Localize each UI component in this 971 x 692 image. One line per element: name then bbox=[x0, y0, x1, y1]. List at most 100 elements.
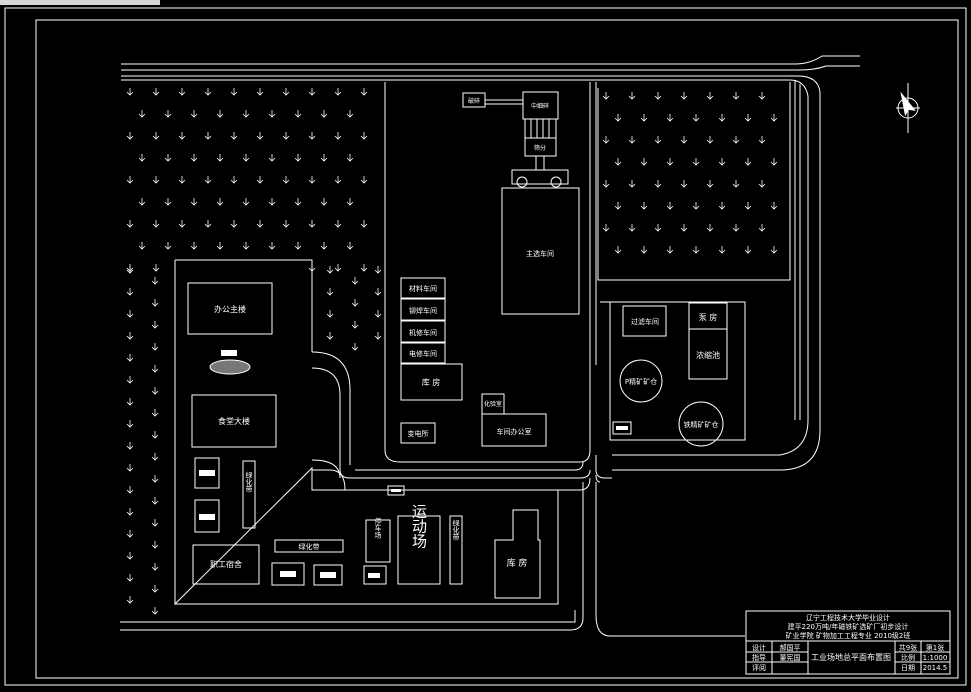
tree-symbol-icon bbox=[126, 508, 134, 516]
substation bbox=[400, 422, 436, 444]
tree-symbol-icon bbox=[126, 354, 134, 362]
tree-symbol-icon bbox=[126, 420, 134, 428]
tree-symbol-icon bbox=[178, 88, 186, 96]
tree-symbol-icon bbox=[320, 242, 328, 250]
tree-symbol-icon bbox=[190, 154, 198, 162]
tree-symbol-icon bbox=[326, 332, 334, 340]
tree-symbol-icon bbox=[628, 92, 636, 100]
tree-symbol-icon bbox=[268, 198, 276, 206]
tree-symbol-icon bbox=[256, 220, 264, 228]
silo-row bbox=[511, 169, 569, 185]
tree-symbol-icon bbox=[204, 176, 212, 184]
tree-symbol-icon bbox=[126, 266, 134, 274]
tree-symbol-icon bbox=[151, 387, 159, 395]
gate-marker bbox=[221, 350, 237, 356]
tb-sheets: 共9张 bbox=[899, 643, 917, 652]
tree-symbol-icon bbox=[374, 332, 382, 340]
tree-symbol-icon bbox=[190, 110, 198, 118]
tb-sheet-no: 第1张 bbox=[926, 643, 944, 652]
tree-symbol-icon bbox=[151, 431, 159, 439]
tree-symbol-icon bbox=[654, 224, 662, 232]
tree-groups bbox=[126, 88, 778, 615]
tree-symbol-icon bbox=[126, 530, 134, 538]
tree-symbol-icon bbox=[126, 398, 134, 406]
tree-symbol-icon bbox=[614, 158, 622, 166]
thickener bbox=[688, 328, 728, 380]
thickener-label: 浓缩池 bbox=[696, 350, 720, 360]
small-building-2 bbox=[194, 499, 220, 533]
tree-symbol-icon bbox=[602, 224, 610, 232]
tree-symbol-icon bbox=[654, 136, 662, 144]
tree-symbol-icon bbox=[178, 220, 186, 228]
tree-symbol-icon bbox=[126, 310, 134, 318]
tree-symbol-icon bbox=[204, 220, 212, 228]
office-label: 办公主楼 bbox=[214, 304, 246, 314]
tree-symbol-icon bbox=[732, 224, 740, 232]
window-tab-strip bbox=[0, 0, 160, 5]
tree-symbol-icon bbox=[151, 321, 159, 329]
rigging-workshop bbox=[400, 298, 446, 321]
tree-symbol-icon bbox=[151, 409, 159, 417]
tree-symbol-icon bbox=[294, 110, 302, 118]
lab-label: 化验室 bbox=[484, 400, 502, 408]
tree-symbol-icon bbox=[268, 110, 276, 118]
gatehouse-1 bbox=[387, 485, 405, 496]
tree-symbol-icon bbox=[744, 114, 752, 122]
tree-symbol-icon bbox=[758, 92, 766, 100]
tree-symbol-icon bbox=[126, 288, 134, 296]
tree-symbol-icon bbox=[326, 266, 334, 274]
tree-symbol-icon bbox=[256, 176, 264, 184]
small-building-1-mark bbox=[199, 470, 215, 476]
tree-symbol-icon bbox=[744, 158, 752, 166]
tree-symbol-icon bbox=[346, 154, 354, 162]
tree-symbol-icon bbox=[152, 220, 160, 228]
mid-crusher-label: 中细碎 bbox=[531, 102, 549, 110]
tree-symbol-icon bbox=[346, 198, 354, 206]
tree-symbol-icon bbox=[692, 246, 700, 254]
tree-symbol-icon bbox=[151, 475, 159, 483]
tree-symbol-icon bbox=[718, 246, 726, 254]
bin-array bbox=[524, 118, 557, 139]
tb-drawing-title: 工业场地总平面布置图 bbox=[811, 652, 891, 662]
tree-symbol-icon bbox=[360, 132, 368, 140]
tree-symbol-icon bbox=[138, 154, 146, 162]
tree-symbol-icon bbox=[151, 497, 159, 505]
tree-symbol-icon bbox=[178, 132, 186, 140]
tree-symbol-icon bbox=[758, 180, 766, 188]
small-building-4-mark bbox=[320, 572, 336, 578]
tree-symbol-icon bbox=[770, 114, 778, 122]
small-building-1 bbox=[194, 457, 220, 489]
tree-symbol-icon bbox=[151, 519, 159, 527]
small-building-3-mark bbox=[280, 571, 296, 577]
tree-symbol-icon bbox=[744, 202, 752, 210]
canteen-label: 食堂大楼 bbox=[218, 416, 250, 426]
sports-field bbox=[397, 515, 441, 585]
electric-label: 电修车间 bbox=[409, 349, 437, 358]
tree-symbol-icon bbox=[152, 176, 160, 184]
workshop-office-label: 车间办公室 bbox=[497, 427, 532, 436]
warehouse-lower bbox=[494, 509, 541, 599]
filter-workshop bbox=[622, 305, 667, 337]
tree-symbol-icon bbox=[640, 114, 648, 122]
north-arrow-icon bbox=[896, 83, 920, 133]
parking-label: 停车场 bbox=[374, 517, 382, 540]
tree-symbol-icon bbox=[718, 158, 726, 166]
tree-symbol-icon bbox=[692, 202, 700, 210]
tree-symbol-icon bbox=[164, 110, 172, 118]
tree-symbol-icon bbox=[640, 202, 648, 210]
tree-symbol-icon bbox=[204, 88, 212, 96]
greenbelt-v2-label: 绿化带 bbox=[452, 519, 460, 542]
office-building bbox=[187, 282, 273, 335]
small-building-5-mark bbox=[368, 573, 380, 578]
tree-symbol-icon bbox=[320, 154, 328, 162]
tree-symbol-icon bbox=[374, 310, 382, 318]
tree-symbol-icon bbox=[151, 541, 159, 549]
tree-symbol-icon bbox=[268, 242, 276, 250]
tree-symbol-icon bbox=[732, 180, 740, 188]
workshop-office bbox=[481, 413, 547, 447]
tree-symbol-icon bbox=[204, 132, 212, 140]
tree-symbol-icon bbox=[230, 220, 238, 228]
tree-symbol-icon bbox=[151, 299, 159, 307]
tree-symbol-icon bbox=[164, 198, 172, 206]
